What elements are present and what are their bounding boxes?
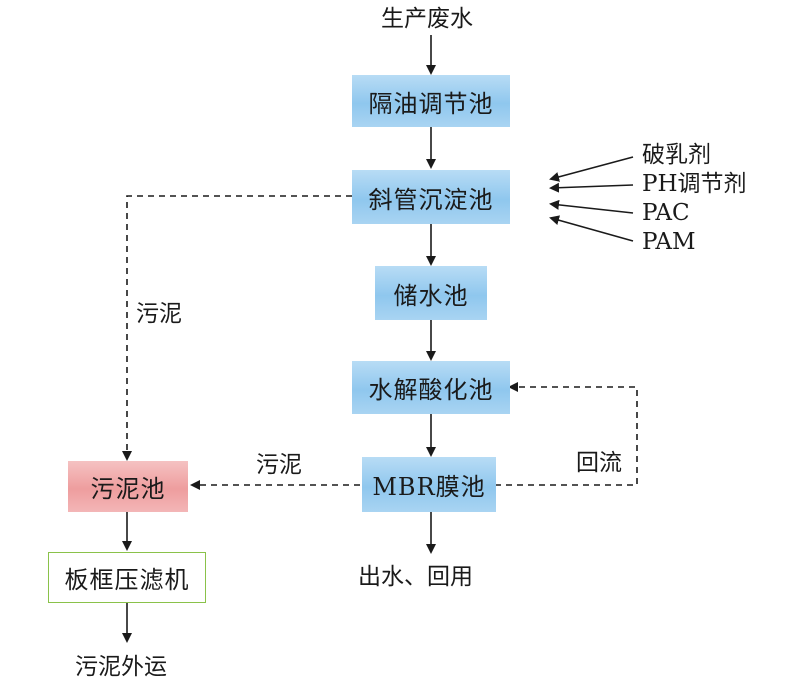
chemical-pam-label: PAM: [642, 229, 696, 255]
sludge-label-left: 污泥: [136, 301, 182, 327]
hydrolysis-box: 水解酸化池: [352, 361, 510, 414]
sludge-out-label: 污泥外运: [75, 654, 167, 680]
chemical-pac-label: PAC: [642, 200, 690, 226]
filter-press-box: 板框压滤机: [48, 552, 206, 603]
chemical-ph-label: PH调节剂: [642, 171, 747, 197]
arrow-chemical-ph: [549, 182, 634, 193]
input-wastewater-label: 生产废水: [381, 6, 473, 32]
arrow-chemical-demulsifier: [549, 156, 634, 182]
storage-box: 储水池: [375, 266, 487, 320]
arrow-chemical-pam: [549, 215, 634, 242]
sludge-tank-box: 污泥池: [68, 461, 188, 512]
sludge-label-mbr: 污泥: [256, 452, 302, 478]
sedimentation-box: 斜管沉淀池: [352, 170, 510, 224]
arrow-chemical-pac: [549, 199, 634, 214]
grease-trap-box: 隔油调节池: [352, 75, 510, 127]
mbr-box: MBR膜池: [362, 457, 496, 512]
reflux-label: 回流: [576, 450, 622, 476]
dashed-reflux: [495, 382, 638, 486]
effluent-label: 出水、回用: [358, 564, 473, 590]
dashed-sludge-from-sedimentation: [122, 195, 352, 461]
chemical-demulsifier-label: 破乳剂: [642, 142, 711, 168]
